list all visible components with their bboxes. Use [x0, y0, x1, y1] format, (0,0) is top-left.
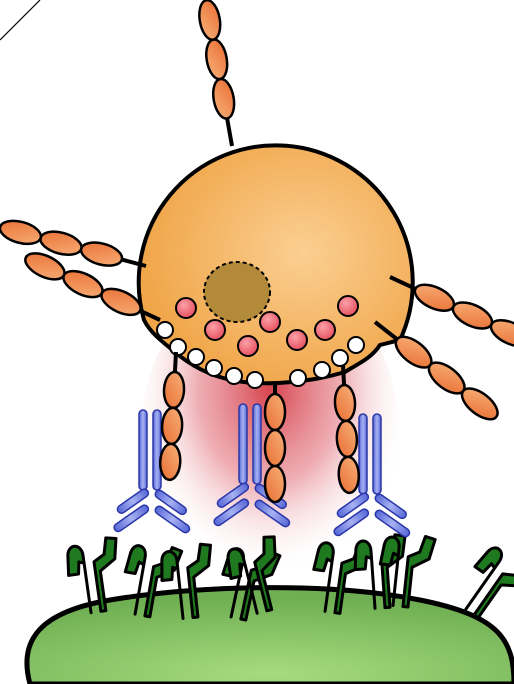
nucleus — [204, 262, 270, 322]
fc-receptor — [196, 0, 237, 146]
granule — [260, 312, 280, 332]
granule — [205, 320, 225, 340]
receptor-domain — [411, 279, 458, 316]
receptor-domain — [457, 383, 503, 425]
fc-receptor — [0, 217, 146, 270]
membrane-pit — [157, 322, 173, 338]
granule — [238, 336, 258, 356]
receptor-domain — [196, 0, 223, 41]
receptor-domain — [161, 407, 183, 444]
receptor-domain — [336, 420, 358, 457]
membrane-pit — [314, 362, 330, 378]
corner-line — [0, 0, 40, 40]
receptor-domain — [449, 297, 496, 334]
membrane-pit — [348, 337, 364, 353]
granule — [315, 320, 335, 340]
membrane-pit — [290, 370, 306, 386]
membrane-pit — [247, 372, 263, 388]
receptor-domain — [265, 430, 285, 466]
granule — [176, 298, 196, 318]
receptor-domain — [203, 38, 230, 81]
membrane-pit — [188, 349, 204, 365]
membrane-pit — [226, 368, 242, 384]
receptor-domain — [59, 266, 106, 303]
receptor-domain — [159, 443, 181, 480]
receptor-domain — [334, 384, 356, 421]
receptor-domain — [265, 466, 285, 502]
membrane-pit — [332, 350, 348, 366]
membrane-pit — [170, 339, 186, 355]
receptor-domain — [163, 371, 185, 408]
receptor-domain — [0, 217, 43, 248]
granule — [287, 330, 307, 350]
receptor-domain — [265, 394, 285, 430]
membrane-pit — [206, 360, 222, 376]
receptor-domain — [210, 77, 237, 120]
receptor-domain — [338, 456, 360, 493]
granule — [338, 296, 358, 316]
receptor-domain — [79, 239, 125, 270]
fc-receptor — [265, 384, 285, 502]
